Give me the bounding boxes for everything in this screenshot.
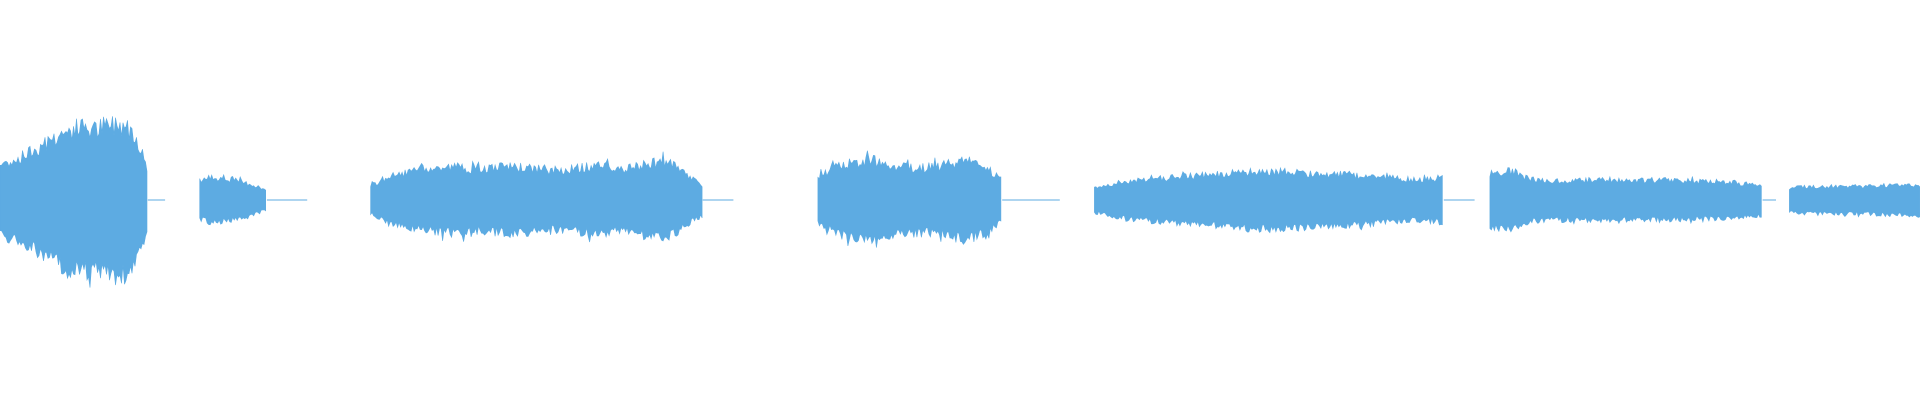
waveform-segment-0 [0, 116, 148, 288]
waveform-segment-1 [199, 173, 266, 226]
waveform-segment-2 [370, 151, 703, 243]
waveform-segment-3 [817, 150, 1002, 248]
waveform-segment-5 [1489, 167, 1762, 233]
waveform-segment-6 [1789, 182, 1920, 218]
waveform-segment-4 [1094, 166, 1443, 234]
waveform-segment-layer [0, 116, 1920, 288]
